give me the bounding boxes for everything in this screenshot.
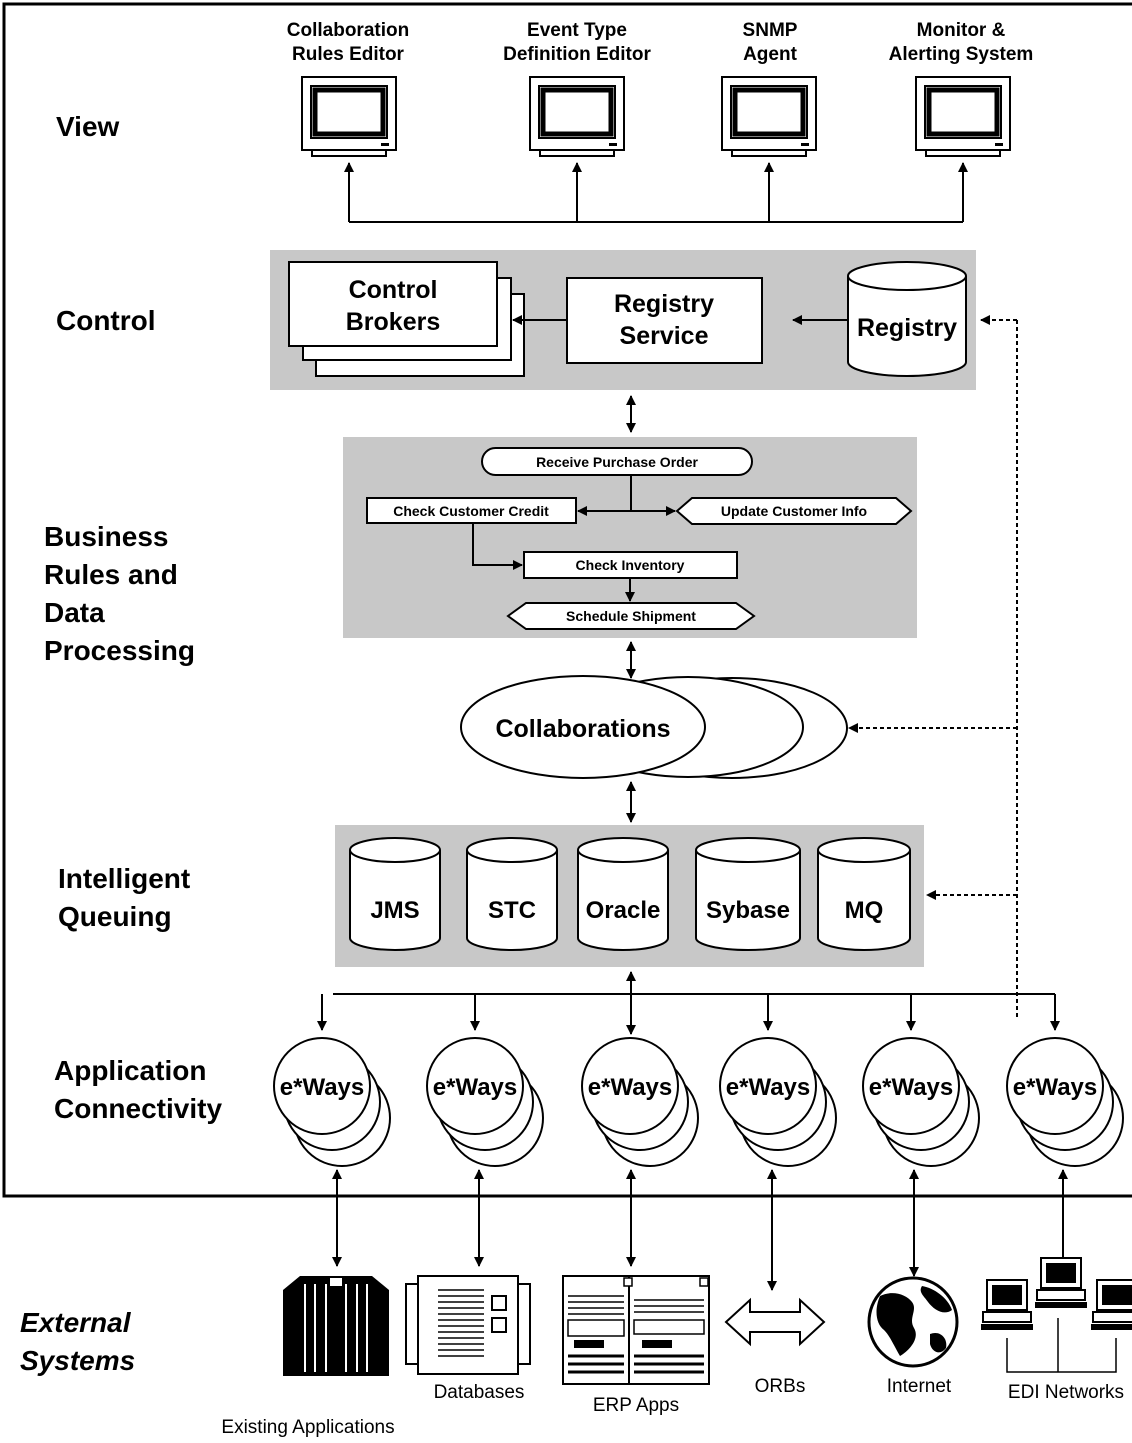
internet-label: Internet [887,1376,952,1397]
eway-label: e*Ways [1013,1074,1098,1101]
databases-label: Databases [434,1382,525,1403]
registry-label: Registry [857,314,957,342]
queue-label: MQ [845,897,884,924]
queuing-panel: JMS STC Oracle Sybase MQ [335,825,924,967]
layer-business-line1: Business [44,521,169,552]
check-inventory-node [523,551,738,579]
layer-control-label: Control [56,305,156,336]
globe-icon [867,1276,959,1368]
orbs-double-arrow-icon [724,1297,826,1347]
update-customer-info-node [675,497,913,525]
diagram-frame [2,2,1132,1198]
monitor-label-3a: SNMP [743,20,798,41]
database-server-icon [405,1275,531,1375]
layer-external-line1: External [20,1307,132,1338]
orbs-label: ORBs [755,1376,806,1397]
queue-cylinder-oracle: Oracle [577,837,669,951]
queue-cylinder-sybase: Sybase [695,837,801,951]
monitor-label-3b: Agent [743,44,798,65]
eway-stack: e*Ways [862,1037,980,1167]
collaborations-label: Collaborations [495,715,670,743]
layer-queuing-line2: Queuing [58,901,172,932]
monitor-icon [915,76,1011,157]
collaborations: Collaborations [460,675,848,779]
eway-label: e*Ways [433,1074,518,1101]
existing-applications-label: Existing Applications [221,1417,394,1438]
eways-bus [317,993,1060,1031]
registry-service-box [566,277,763,364]
registry-cylinder [847,261,967,377]
erp-apps-label: ERP Apps [593,1395,679,1416]
queue-label: Oracle [586,897,661,924]
business-rules-panel: Receive Purchase Order Check Customer Cr… [343,437,917,638]
monitor-label-4b: Alerting System [889,44,1034,65]
monitor-label-1b: Rules Editor [292,44,405,65]
monitor-icon [301,76,397,157]
edi-network-icon [981,1257,1132,1373]
monitor-label-2a: Event Type [527,20,627,41]
eway-label: e*Ways [869,1074,954,1101]
control-brokers-label-1: Control [349,276,438,304]
layer-business-line4: Processing [44,635,195,666]
queue-cylinder-stc: STC [466,837,558,951]
layer-external-line2: Systems [20,1345,135,1376]
eway-stack: e*Ways [719,1037,837,1167]
view-monitors: Collaboration Rules Editor Event Type De… [287,20,1034,223]
eway-label: e*Ways [280,1074,365,1101]
erp-servers-icon [562,1275,710,1385]
control-panel: Control Brokers Registry Service Registr… [270,250,976,390]
layer-connectivity-line2: Connectivity [54,1093,222,1124]
schedule-shipment-label: Schedule Shipment [566,608,696,624]
update-customer-info-label: Update Customer Info [721,503,867,519]
collaborations-ellipse [460,675,706,779]
external-systems: Existing Applications Databases ERP Apps [221,1257,1132,1438]
layer-business-line2: Rules and [44,559,178,590]
edi-networks-label: EDI Networks [1008,1382,1124,1403]
check-customer-credit-label: Check Customer Credit [393,503,549,519]
queue-label: Sybase [706,897,790,924]
queue-label: STC [488,897,536,924]
external-links [332,1169,1068,1291]
monitor-icon [529,76,625,157]
layer-view-label: View [56,111,120,142]
control-brokers-label-2: Brokers [346,308,441,336]
monitor-label-2b: Definition Editor [503,44,651,65]
queue-cylinder-mq: MQ [817,837,911,951]
control-brokers-box [288,261,498,347]
receive-purchase-order-label: Receive Purchase Order [536,454,698,470]
eway-stack: e*Ways [273,1037,391,1167]
monitor-labels: Collaboration Rules Editor Event Type De… [287,20,1034,65]
eway-stacks: e*Ways e*Ways e*Ways e*Ways e*Ways e*Ways [273,1037,1124,1167]
registry-service-label-2: Service [620,322,709,350]
eway-stack: e*Ways [426,1037,544,1167]
layer-queuing-line1: Intelligent [58,863,190,894]
monitor-label-4a: Monitor & [917,20,1006,41]
layer-labels: View Control Business Rules and Data Pro… [20,111,222,1376]
check-customer-credit-node [366,497,577,524]
computer-icon [1035,1257,1087,1308]
layer-business-line3: Data [44,597,105,628]
layer-connectivity-line1: Application [54,1055,206,1086]
check-inventory-label: Check Inventory [576,557,685,573]
eway-label: e*Ways [726,1074,811,1101]
receive-purchase-order-node [481,447,753,476]
eway-stack: e*Ways [581,1037,699,1167]
schedule-shipment-node [506,602,756,630]
computer-icon [981,1279,1033,1330]
eway-stack: e*Ways [1006,1037,1124,1167]
registry-service-label-1: Registry [614,290,714,318]
monitor-icon [721,76,817,157]
queue-label: JMS [370,897,419,924]
mainframe-icon [283,1276,389,1376]
monitor-label-1a: Collaboration [287,20,409,41]
queue-cylinder-jms: JMS [349,837,441,951]
eway-label: e*Ways [588,1074,673,1101]
computer-icon [1091,1279,1132,1330]
registry-dashed-links [848,315,1018,1020]
